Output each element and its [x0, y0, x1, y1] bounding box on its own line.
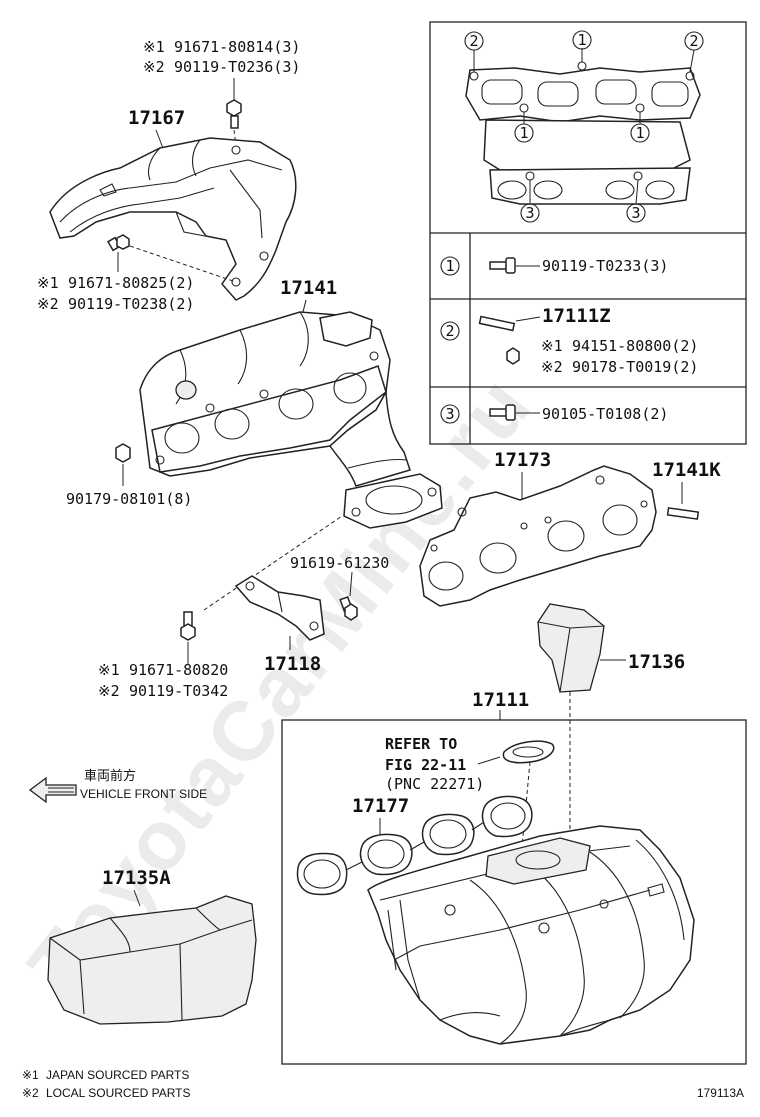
flange-bolt-icon — [489, 257, 516, 274]
label-17111: 17111 — [472, 689, 529, 711]
legend-part-90119-T0233: 90119-T0233(3) — [542, 257, 668, 275]
svg-text:1: 1 — [445, 257, 454, 275]
callout-stay-lower-bolt: ※1 91671-80820 ※2 90119-T0342 — [98, 661, 228, 700]
label-17167: 17167 — [128, 107, 185, 129]
position-marker-2-right: 2 — [684, 31, 704, 51]
svg-text:※1: ※1 — [37, 274, 59, 292]
sourcing-notes: ※1 JAPAN SOURCED PARTS ※2 LOCAL SOURCED … — [22, 1068, 190, 1100]
position-marker-1-left: 1 — [514, 123, 534, 143]
svg-text:90119-T0236(3): 90119-T0236(3) — [174, 58, 300, 76]
position-marker-1-top: 1 — [572, 30, 592, 50]
label-90179-08101: 90179-08101(8) — [66, 490, 192, 508]
position-marker-1-right: 1 — [630, 123, 650, 143]
svg-text:91671-80814(3): 91671-80814(3) — [174, 38, 300, 56]
svg-text:3: 3 — [525, 204, 534, 222]
svg-text:2: 2 — [469, 32, 478, 50]
vehicle-front-direction: 車両前方 VEHICLE FRONT SIDE — [28, 768, 207, 804]
intake-manifold — [367, 825, 695, 1045]
svg-text:2: 2 — [689, 32, 698, 50]
svg-text:1: 1 — [635, 124, 644, 142]
fastener-legend-panel: 2 1 2 1 1 3 3 1 — [429, 21, 747, 445]
svg-text:(PNC 22271): (PNC 22271) — [385, 775, 484, 793]
label-17141: 17141 — [280, 277, 337, 299]
exhaust-manifold — [139, 311, 443, 529]
label-17173: 17173 — [494, 449, 551, 471]
position-marker-2-left: 2 — [464, 31, 484, 51]
svg-text:90119-T0342: 90119-T0342 — [129, 682, 228, 700]
nut-icon — [506, 347, 520, 365]
exhaust-manifold-gasket — [419, 465, 657, 607]
throttle-body-gasket — [502, 740, 555, 869]
legend-row-2: 2 17111Z ※1 94151-80800(2) ※2 90178-T001… — [440, 305, 698, 376]
svg-text:3: 3 — [445, 405, 454, 423]
callout-insulator-top-bolt: ※1 91671-80814(3) ※2 90119-T0236(3) — [143, 38, 300, 100]
svg-text:※2: ※2 — [37, 295, 59, 313]
stay-top-bolt — [339, 571, 358, 621]
svg-text:JAPAN SOURCED PARTS: JAPAN SOURCED PARTS — [46, 1068, 189, 1082]
label-17141K: 17141K — [652, 459, 721, 481]
figure-code: 179113A — [697, 1086, 744, 1100]
svg-text:※2: ※2 — [143, 58, 165, 76]
insulator-top-bolt — [226, 99, 242, 147]
legend-part-90105-T0108: 90105-T0108(2) — [542, 405, 668, 423]
label-17136: 17136 — [628, 651, 685, 673]
svg-text:※2: ※2 — [22, 1086, 39, 1100]
svg-text:91671-80825(2): 91671-80825(2) — [68, 274, 194, 292]
label-17118: 17118 — [264, 653, 321, 675]
legend-part-17111Z: 17111Z — [542, 305, 611, 327]
svg-text:1: 1 — [577, 31, 586, 49]
manifold-stud-nut — [115, 443, 131, 486]
svg-text:車両前方: 車両前方 — [84, 768, 136, 783]
label-17177: 17177 — [352, 795, 409, 817]
label-17135A: 17135A — [102, 867, 171, 889]
position-marker-3-left: 3 — [520, 203, 540, 223]
intake-insulator — [537, 603, 605, 693]
svg-text:1: 1 — [519, 124, 528, 142]
svg-text:※2: ※2 — [98, 682, 120, 700]
label-91619-61230: 91619-61230 — [290, 554, 389, 572]
svg-text:※2: ※2 — [541, 358, 563, 376]
svg-text:91671-80820: 91671-80820 — [129, 661, 228, 679]
bolt-position-view — [465, 48, 701, 205]
svg-text:※1: ※1 — [541, 337, 563, 355]
exhaust-manifold-heat-insulator — [49, 137, 297, 301]
svg-text:FIG 22-11: FIG 22-11 — [385, 756, 466, 774]
svg-text:LOCAL SOURCED PARTS: LOCAL SOURCED PARTS — [46, 1086, 190, 1100]
svg-text:※1: ※1 — [143, 38, 165, 56]
intake-manifold-gaskets — [296, 795, 533, 896]
hex-bolt-icon — [489, 404, 516, 421]
svg-text:2: 2 — [445, 322, 454, 340]
engine-cover-insulator — [47, 895, 257, 1025]
stud-bolt-icon — [478, 315, 516, 332]
position-marker-3-right: 3 — [626, 203, 646, 223]
svg-text:90119-T0238(2): 90119-T0238(2) — [68, 295, 194, 313]
svg-text:90178-T0019(2): 90178-T0019(2) — [572, 358, 698, 376]
svg-text:※1: ※1 — [22, 1068, 39, 1082]
callout-refer-figure: REFER TO FIG 22-11 (PNC 22271) — [385, 735, 501, 793]
stay-lower-bolt — [180, 611, 196, 664]
exhaust-stud — [666, 507, 700, 520]
manifold-stay — [234, 575, 325, 641]
intake-manifold-frame — [281, 719, 747, 1065]
insulator-lower-bolt — [107, 234, 237, 283]
front-arrow-icon — [28, 776, 77, 804]
svg-text:3: 3 — [631, 204, 640, 222]
svg-text:REFER TO: REFER TO — [385, 735, 457, 753]
callout-insulator-lower-bolt: ※1 91671-80825(2) ※2 90119-T0238(2) — [37, 274, 194, 313]
svg-text:VEHICLE FRONT SIDE: VEHICLE FRONT SIDE — [80, 787, 207, 801]
legend-row-1: 1 90119-T0233(3) — [440, 256, 668, 276]
legend-row-3: 3 90105-T0108(2) — [440, 404, 668, 424]
svg-text:94151-80800(2): 94151-80800(2) — [572, 337, 698, 355]
svg-text:※1: ※1 — [98, 661, 120, 679]
